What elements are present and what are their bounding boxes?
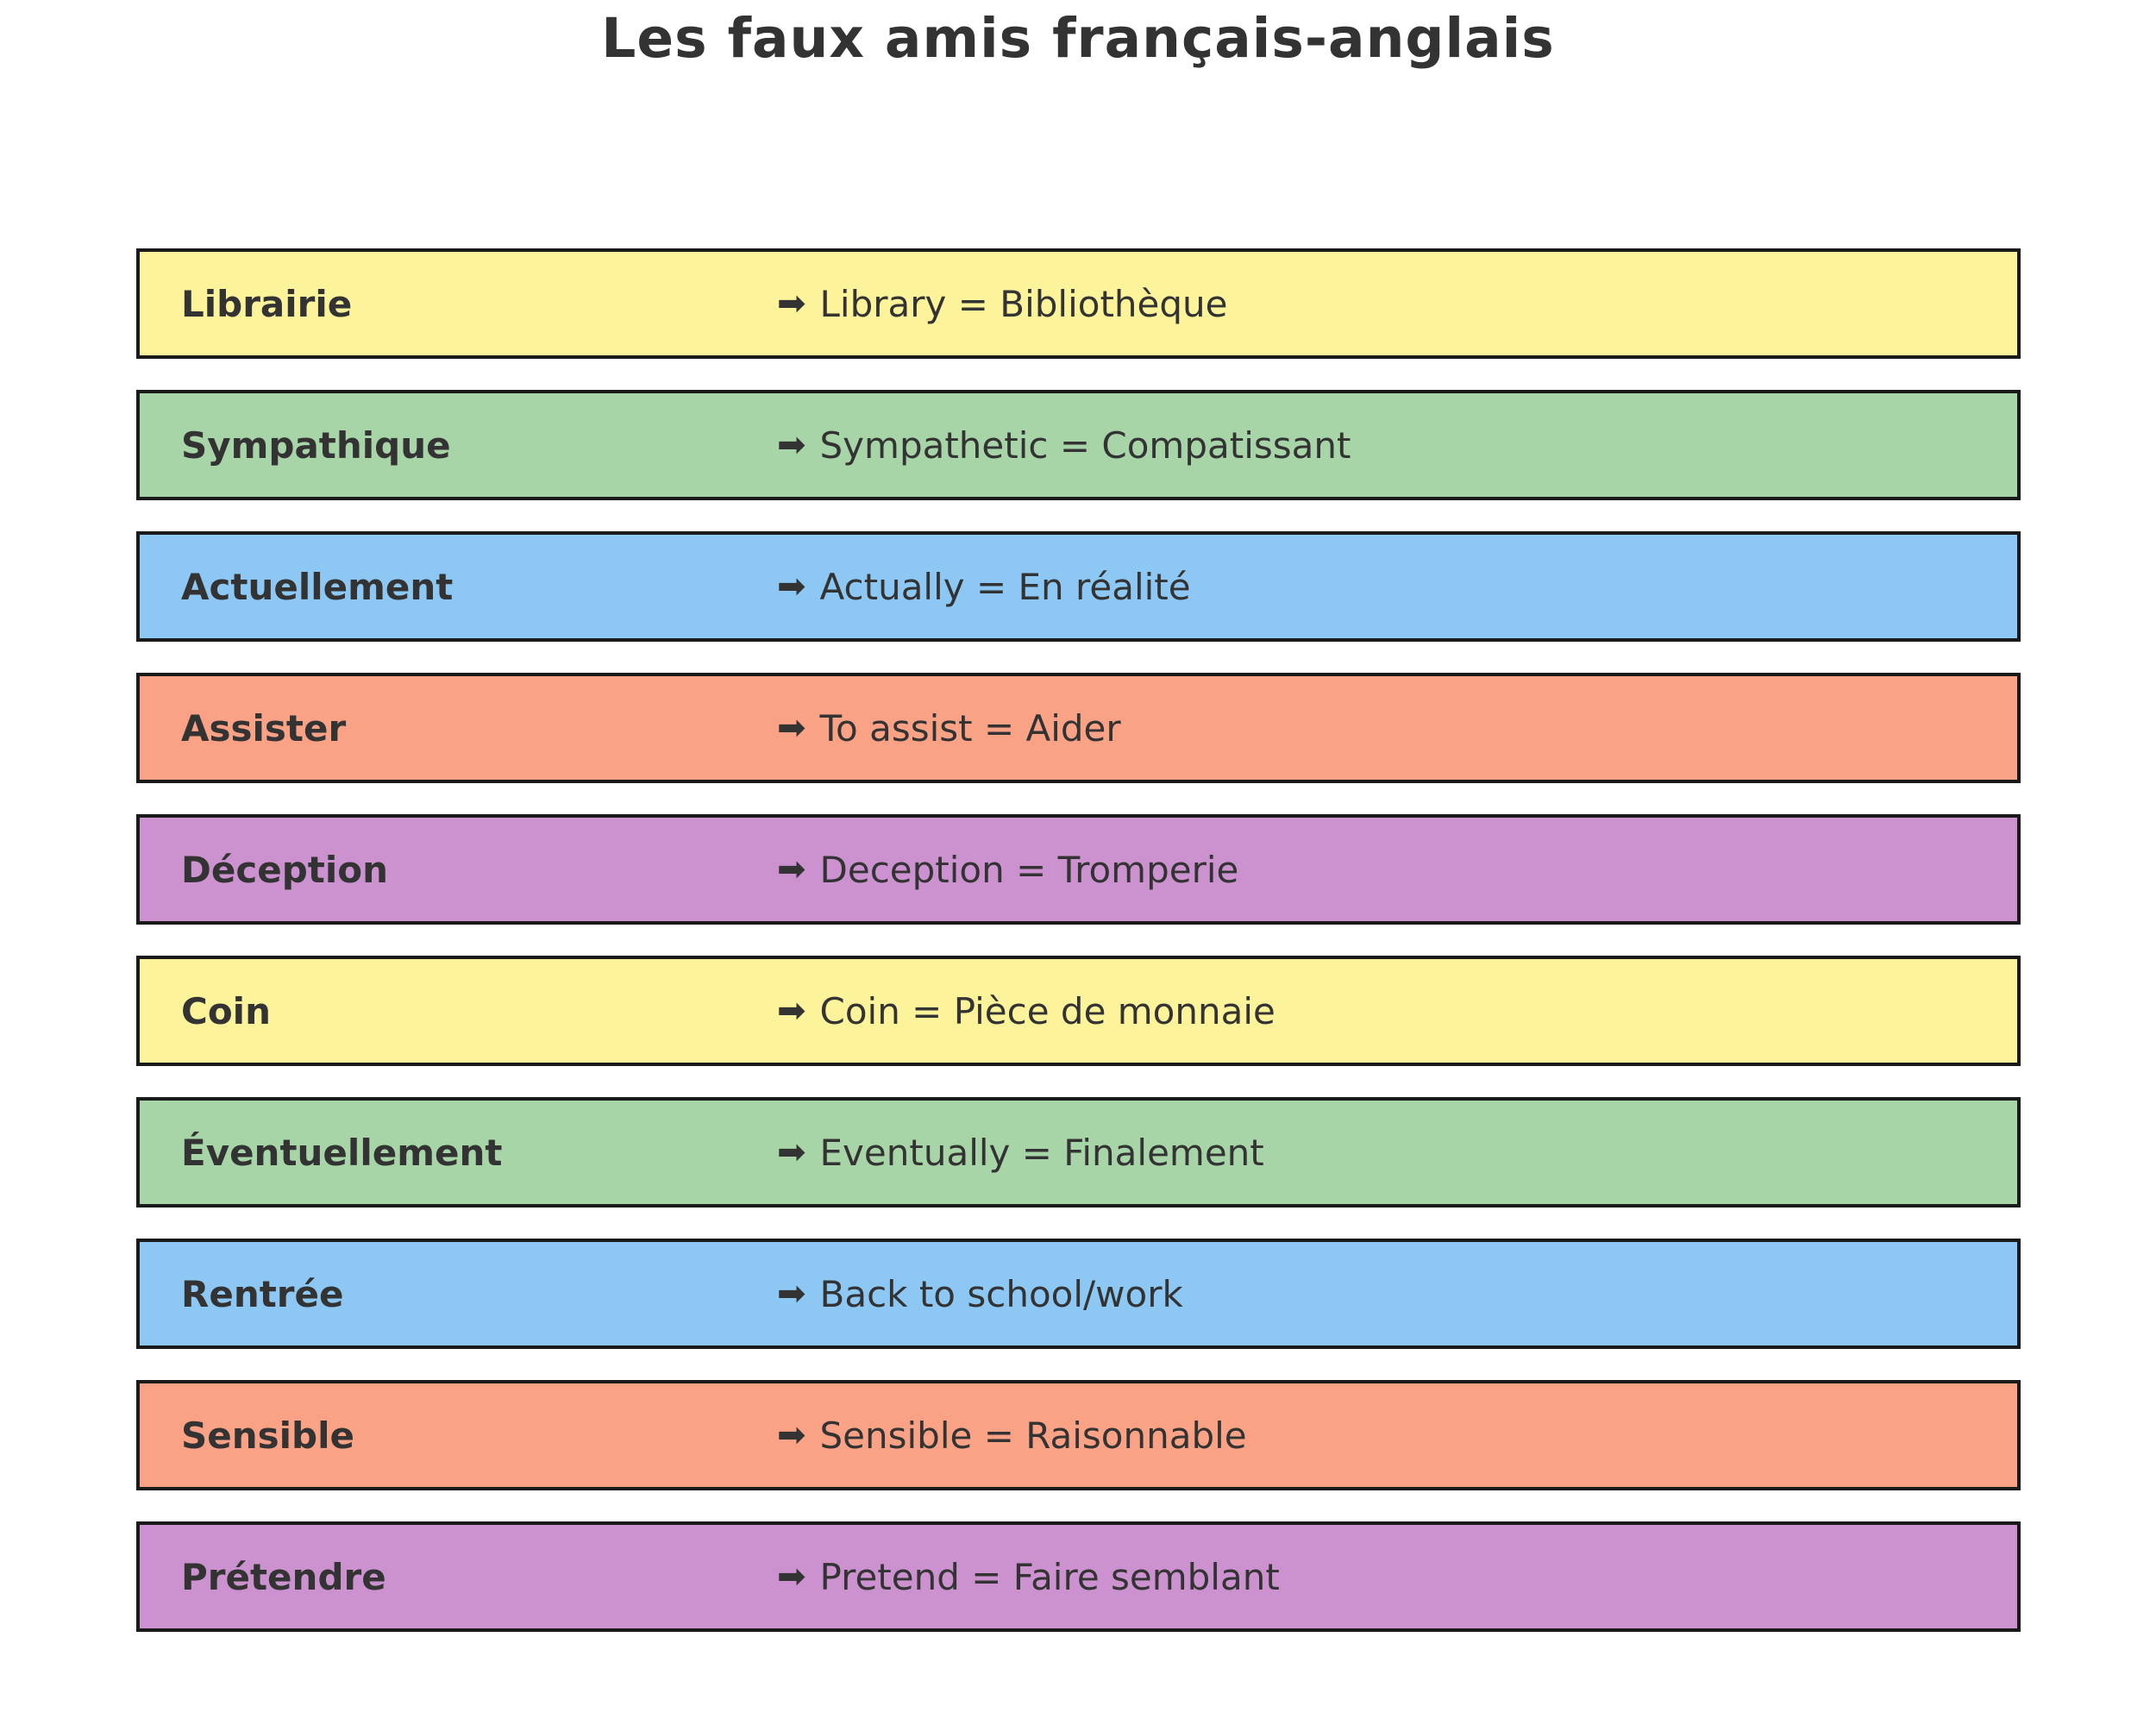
faux-ami-row: Actuellement ➡ Actually = En réalité xyxy=(136,531,2021,642)
translation-label: Library = Bibliothèque xyxy=(819,282,1228,325)
translation-label: Eventually = Finalement xyxy=(819,1131,1264,1174)
translation-label: Actually = En réalité xyxy=(819,565,1191,608)
french-word: Déception xyxy=(181,848,389,891)
french-word: Sympathique xyxy=(181,423,451,467)
right-arrow-icon: ➡ xyxy=(777,1132,806,1172)
translation-label: Sympathetic = Compatissant xyxy=(819,423,1351,467)
french-word: Assister xyxy=(181,706,347,750)
french-word: Actuellement xyxy=(181,565,454,608)
right-arrow-icon: ➡ xyxy=(777,284,806,323)
faux-ami-row: Coin ➡ Coin = Pièce de monnaie xyxy=(136,956,2021,1066)
french-word: Coin xyxy=(181,989,271,1032)
translation-text: ➡ Eventually = Finalement xyxy=(777,1132,1264,1174)
french-word: Librairie xyxy=(181,282,353,325)
right-arrow-icon: ➡ xyxy=(777,1415,806,1455)
translation-text: ➡ Sensible = Raisonnable xyxy=(777,1414,1247,1457)
translation-label: To assist = Aider xyxy=(819,706,1121,750)
right-arrow-icon: ➡ xyxy=(777,708,806,748)
french-word: Éventuellement xyxy=(181,1131,503,1174)
right-arrow-icon: ➡ xyxy=(777,1557,806,1596)
right-arrow-icon: ➡ xyxy=(777,991,806,1031)
right-arrow-icon: ➡ xyxy=(777,1274,806,1314)
translation-text: ➡ Coin = Pièce de monnaie xyxy=(777,990,1275,1032)
french-word: Sensible xyxy=(181,1414,354,1457)
translation-label: Deception = Tromperie xyxy=(819,848,1239,891)
translation-label: Pretend = Faire semblant xyxy=(819,1555,1280,1598)
translation-text: ➡ Back to school/work xyxy=(777,1273,1183,1315)
faux-ami-row: Déception ➡ Deception = Tromperie xyxy=(136,814,2021,925)
translation-label: Sensible = Raisonnable xyxy=(819,1414,1247,1457)
faux-ami-row: Sensible ➡ Sensible = Raisonnable xyxy=(136,1380,2021,1490)
faux-ami-row: Assister ➡ To assist = Aider xyxy=(136,673,2021,783)
faux-ami-row: Rentrée ➡ Back to school/work xyxy=(136,1239,2021,1349)
right-arrow-icon: ➡ xyxy=(777,850,806,889)
faux-ami-row: Prétendre ➡ Pretend = Faire semblant xyxy=(136,1521,2021,1632)
translation-label: Back to school/work xyxy=(819,1272,1183,1315)
translation-text: ➡ Deception = Tromperie xyxy=(777,849,1238,891)
faux-ami-row: Éventuellement ➡ Eventually = Finalement xyxy=(136,1097,2021,1208)
translation-text: ➡ Sympathetic = Compatissant xyxy=(777,424,1351,467)
right-arrow-icon: ➡ xyxy=(777,567,806,606)
french-word: Prétendre xyxy=(181,1555,386,1598)
translation-text: ➡ Pretend = Faire semblant xyxy=(777,1556,1280,1598)
translation-text: ➡ Library = Bibliothèque xyxy=(777,283,1228,325)
faux-ami-row: Librairie ➡ Library = Bibliothèque xyxy=(136,248,2021,359)
french-word: Rentrée xyxy=(181,1272,344,1315)
right-arrow-icon: ➡ xyxy=(777,425,806,465)
translation-text: ➡ Actually = En réalité xyxy=(777,566,1191,608)
faux-ami-row: Sympathique ➡ Sympathetic = Compatissant xyxy=(136,390,2021,500)
translation-label: Coin = Pièce de monnaie xyxy=(819,989,1275,1032)
translation-text: ➡ To assist = Aider xyxy=(777,707,1121,750)
page-title: Les faux amis français-anglais xyxy=(601,7,1555,70)
